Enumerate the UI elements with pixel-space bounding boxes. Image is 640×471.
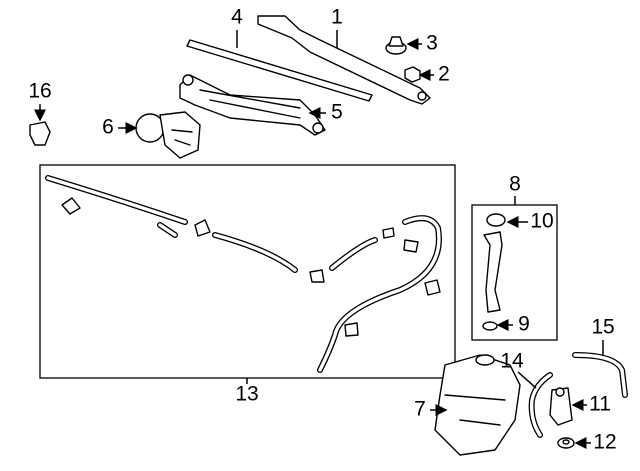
callout-9: 9 [518, 313, 530, 336]
callout-3: 3 [426, 32, 438, 55]
washer-nozzle [29, 121, 51, 146]
wiper-linkage [179, 74, 326, 136]
callout-8: 8 [509, 173, 521, 196]
wiper-blade [186, 39, 373, 102]
washer-pump [549, 387, 573, 426]
wiper-motor [135, 111, 201, 159]
callout-12: 12 [593, 431, 616, 454]
pump-hose [572, 352, 628, 398]
callout-1: 1 [331, 6, 343, 29]
pump-grommet [557, 437, 575, 449]
callout-11: 11 [589, 393, 611, 416]
callout-6: 6 [102, 116, 114, 139]
reservoir-hose [528, 372, 553, 438]
washer-hoses [45, 175, 442, 373]
washer-reservoir [434, 354, 521, 456]
callout-5: 5 [331, 101, 343, 124]
callout-13: 13 [235, 383, 258, 406]
callout-16: 16 [28, 80, 51, 103]
filler-neck [482, 213, 506, 331]
callout-2: 2 [438, 63, 450, 86]
callout-10: 10 [530, 210, 553, 233]
callout-7: 7 [414, 398, 426, 421]
callout-4: 4 [231, 6, 243, 29]
callout-15: 15 [591, 316, 614, 339]
nut [404, 66, 421, 83]
wiper-arm [257, 15, 431, 105]
callout-14: 14 [500, 350, 524, 373]
arm-cap [385, 36, 407, 55]
